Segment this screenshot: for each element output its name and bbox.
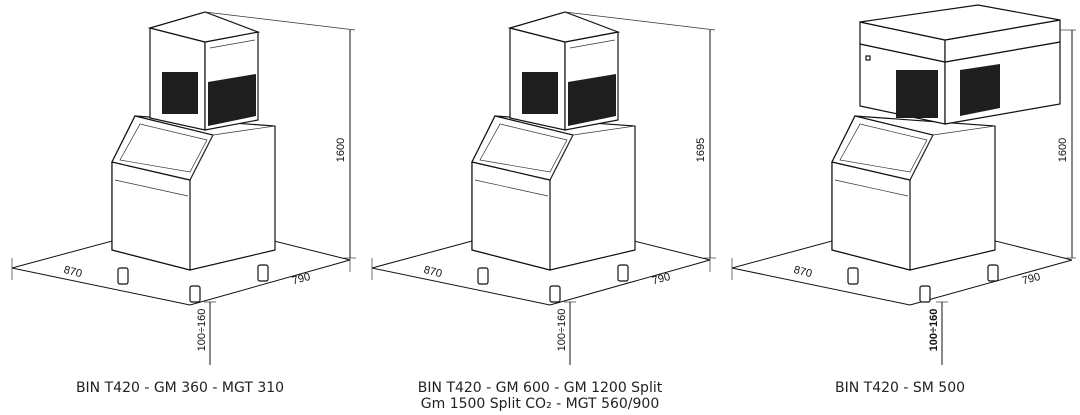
diagram-panel-3: 1600 870 790 100÷160 BIN T420 - SM 500 xyxy=(720,0,1080,415)
depth-left-label: 870 xyxy=(62,264,83,280)
leg-dimension xyxy=(204,301,216,365)
leg-height-label: 100÷160 xyxy=(196,309,208,352)
height-label: 1600 xyxy=(1057,138,1069,162)
ice-machine-head xyxy=(859,4,1061,125)
panel-caption: BIN T420 - GM 600 - GM 1200 Split Gm 150… xyxy=(360,380,720,412)
ice-machine-head xyxy=(507,11,621,131)
depth-left-label: 870 xyxy=(792,264,813,280)
caption-line-1: BIN T420 - GM 600 - GM 1200 Split xyxy=(417,380,663,396)
height-label: 1600 xyxy=(335,138,347,162)
storage-bin xyxy=(111,115,276,271)
leg-height-label: 100÷160 xyxy=(928,309,940,352)
height-dimension xyxy=(564,11,716,259)
diagram-panel-2: 1695 870 790 100÷160 BIN T420 - GM 600 -… xyxy=(360,0,720,415)
caption-line-1: BIN T420 - GM 360 - MGT 310 xyxy=(75,380,285,396)
diagram-panel-1: 1600 870 790 100÷160 BIN T420 - GM 360 -… xyxy=(0,0,360,415)
vent-grille-front xyxy=(162,72,198,114)
storage-bin xyxy=(471,115,636,271)
ice-machine-head xyxy=(147,11,261,131)
depth-right-label: 790 xyxy=(1021,271,1042,287)
vent-grille-side xyxy=(568,74,616,126)
storage-bin xyxy=(831,115,996,271)
caption-line-1: BIN T420 - SM 500 xyxy=(834,380,966,396)
leg-height-label: 100÷160 xyxy=(556,309,568,352)
machine-drawing-2: 1695 870 790 100÷160 xyxy=(371,11,716,365)
panel-caption: BIN T420 - GM 360 - MGT 310 xyxy=(0,380,360,396)
depth-right-label: 790 xyxy=(651,271,672,287)
machine-drawing-1: 1600 870 790 100÷160 xyxy=(11,11,356,365)
height-dimension xyxy=(204,11,356,259)
caption-line-2: Gm 1500 Split CO₂ - MGT 560/900 xyxy=(420,396,660,412)
leg-dimension xyxy=(936,301,948,365)
vent-grille-front xyxy=(896,70,938,118)
height-dimension xyxy=(1060,29,1076,259)
feet xyxy=(117,264,269,303)
machine-drawing-3: 1600 870 790 100÷160 xyxy=(731,4,1076,365)
panel-caption: BIN T420 - SM 500 xyxy=(720,380,1080,396)
vent-grille-side xyxy=(960,64,1000,116)
depth-right-label: 790 xyxy=(291,271,312,287)
feet xyxy=(477,264,629,303)
height-label: 1695 xyxy=(695,138,707,162)
depth-left-label: 870 xyxy=(422,264,443,280)
feet xyxy=(847,264,999,303)
vent-grille-side xyxy=(208,74,256,126)
leg-dimension xyxy=(564,301,576,365)
vent-grille-front xyxy=(522,72,558,114)
